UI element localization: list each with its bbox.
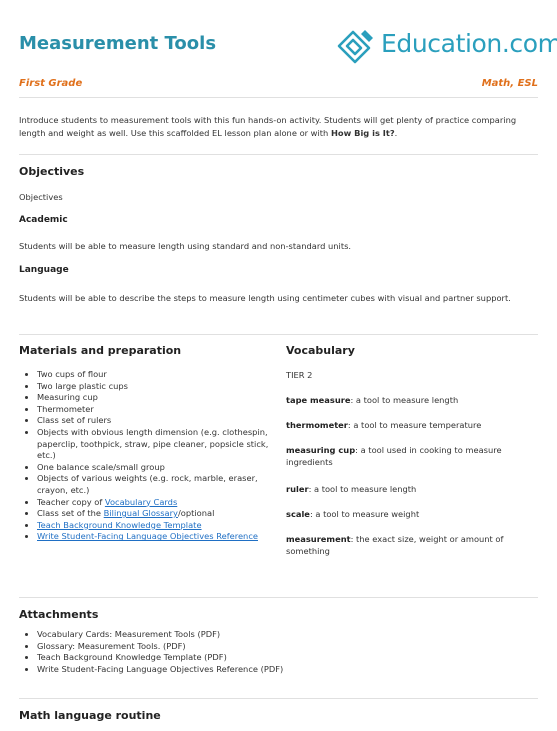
materials-list: Two cups of flour Two large plastic cups… — [19, 369, 287, 543]
intro-end: . — [394, 128, 398, 138]
list-item: One balance scale/small group — [37, 462, 287, 474]
divider — [19, 698, 538, 699]
list-item: Objects with obvious length dimension (e… — [37, 427, 287, 462]
divider — [19, 334, 538, 335]
divider — [19, 154, 538, 155]
attachment-item[interactable]: Write Student-Facing Language Objectives… — [37, 664, 437, 676]
vocab-term: measurement: the exact size, weight or a… — [286, 534, 536, 557]
vocab-term: thermometer: a tool to measure temperatu… — [286, 420, 536, 432]
vocabulary-cards-link[interactable]: Vocabulary Cards — [104, 496, 178, 507]
vocab-term-def: : a tool to measure weight — [309, 509, 420, 519]
vocabulary-tier: TIER 2 — [286, 370, 313, 380]
list-item: Two large plastic cups — [37, 381, 287, 393]
divider — [19, 97, 538, 98]
intro-link[interactable]: How Big is It? — [330, 128, 395, 138]
divider — [19, 597, 538, 598]
vocab-term-def: : a tool to measure length — [350, 395, 459, 405]
language-text: Students will be able to describe the st… — [19, 293, 511, 303]
vocab-term: tape measure: a tool to measure length — [286, 395, 536, 407]
education-logo-icon — [337, 30, 373, 64]
list-item: Class set of rulers — [37, 415, 287, 427]
class-set-prefix: Class set of the — [37, 508, 104, 519]
attachments-list: Vocabulary Cards: Measurement Tools (PDF… — [19, 629, 437, 675]
vocab-term-def: : a tool to measure temperature — [347, 420, 482, 430]
vocab-term: scale: a tool to measure weight — [286, 509, 536, 521]
objectives-heading: Objectives — [19, 165, 85, 178]
teacher-copy-prefix: Teacher copy of — [37, 496, 105, 507]
vocab-term-word: tape measure — [286, 395, 351, 405]
background-knowledge-link[interactable]: Teach Background Knowledge Template — [37, 519, 202, 530]
language-objectives-link[interactable]: Write Student-Facing Language Objectives… — [37, 531, 258, 542]
list-item: Objects of various weights (e.g. rock, m… — [37, 473, 287, 496]
attachment-item[interactable]: Vocabulary Cards: Measurement Tools (PDF… — [37, 629, 437, 641]
page-title: Measurement Tools — [19, 33, 217, 54]
vocab-term: ruler: a tool to measure length — [286, 484, 536, 496]
objectives-sub: Objectives — [19, 192, 63, 202]
vocab-term-def: : a tool used in cooking to measure ingr… — [286, 445, 502, 467]
vocab-term: measuring cup: a tool used in cooking to… — [286, 445, 536, 468]
page-header: Measurement Tools Education.com — [0, 0, 557, 80]
list-item: Class set of the Bilingual Glossary/opti… — [37, 508, 287, 520]
math-routine-heading: Math language routine — [19, 709, 161, 722]
vocab-term-def: : a tool to measure length — [308, 484, 417, 494]
grade-subject-bar: First Grade Math, ESL — [19, 78, 538, 98]
vocab-term-word: ruler — [286, 484, 309, 494]
education-logo-text: Education.com — [381, 29, 557, 58]
intro-paragraph: Introduce students to measurement tools … — [19, 114, 541, 140]
list-item: Measuring cup — [37, 392, 287, 404]
grade-label: First Grade — [19, 78, 83, 89]
vocab-term-def: : the exact size, weight or amount of so… — [286, 534, 504, 556]
language-heading: Language — [19, 265, 69, 275]
attachment-item[interactable]: Teach Background Knowledge Template (PDF… — [37, 652, 437, 664]
academic-text: Students will be able to measure length … — [19, 241, 352, 251]
vocab-term-word: measurement — [286, 534, 351, 544]
subject-label: Math, ESL — [481, 78, 538, 89]
list-item: Teacher copy of Vocabulary Cards — [37, 497, 287, 509]
list-item: Two cups of flour — [37, 369, 287, 381]
attachment-item[interactable]: Glossary: Measurement Tools. (PDF) — [37, 641, 437, 653]
vocab-term-word: measuring cup — [286, 445, 356, 455]
education-logo[interactable]: Education.com — [335, 24, 557, 68]
list-item: Write Student-Facing Language Objectives… — [37, 531, 287, 543]
list-item: Teach Background Knowledge Template — [37, 520, 287, 532]
class-set-suffix: /optional — [177, 508, 215, 519]
materials-heading: Materials and preparation — [19, 344, 182, 357]
intro-text: Introduce students to measurement tools … — [19, 115, 517, 138]
vocab-term-word: scale — [286, 509, 310, 519]
vocab-term-word: thermometer — [286, 420, 348, 430]
vocabulary-heading: Vocabulary — [286, 344, 355, 357]
bilingual-glossary-link[interactable]: Bilingual Glossary — [103, 508, 178, 519]
attachments-heading: Attachments — [19, 608, 99, 621]
academic-heading: Academic — [19, 215, 68, 225]
list-item: Thermometer — [37, 404, 287, 416]
